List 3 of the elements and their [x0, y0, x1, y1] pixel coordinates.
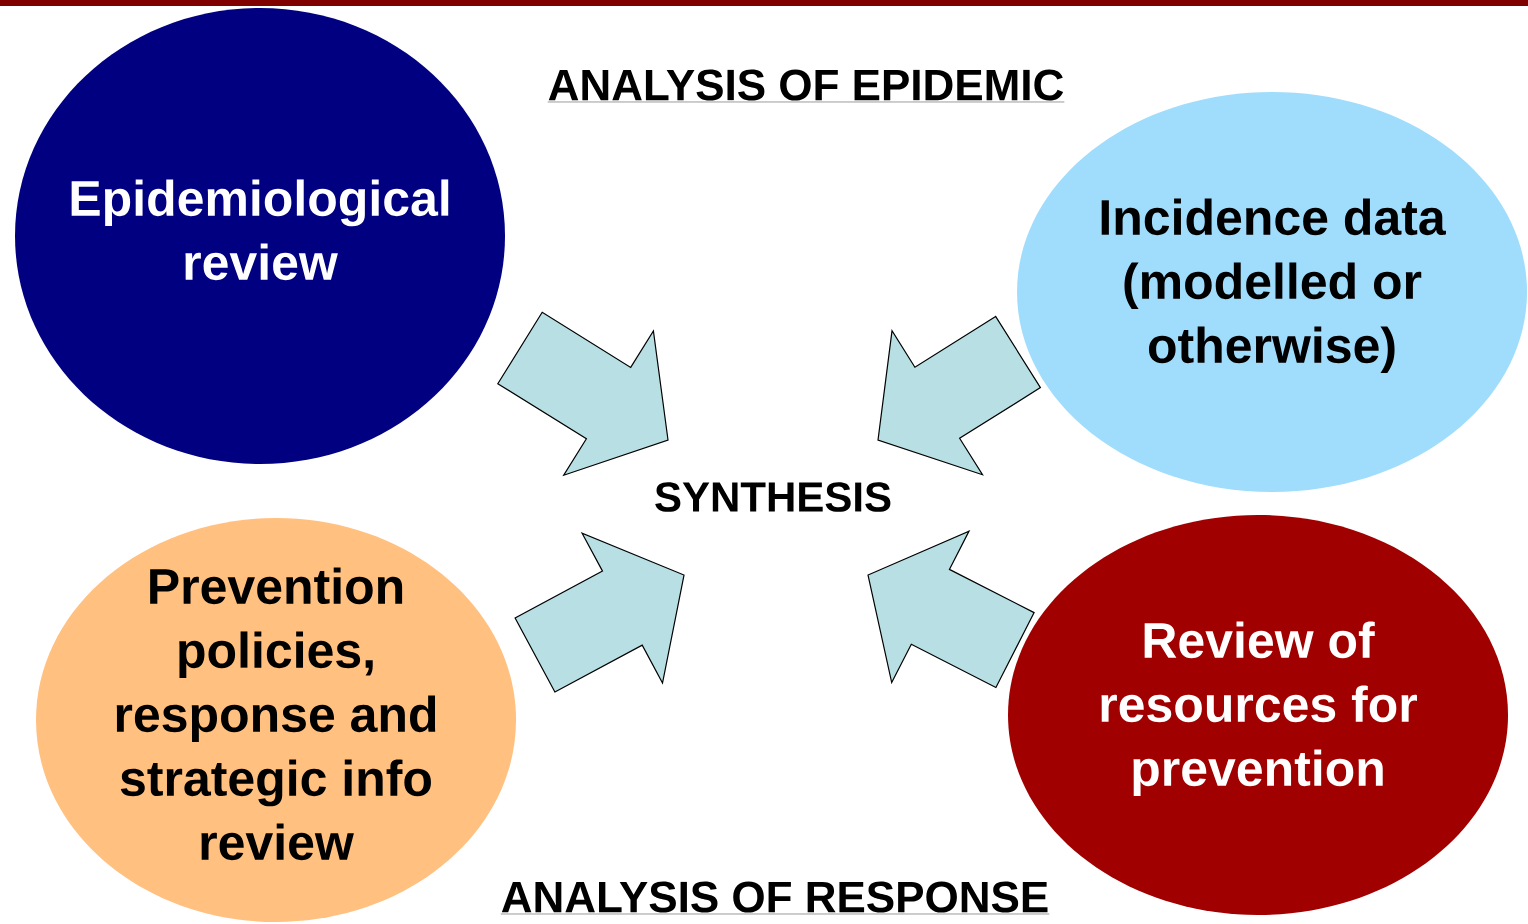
block-arrow: [514, 532, 685, 693]
block-arrow: [497, 311, 669, 477]
synthesis-label: SYNTHESIS: [655, 482, 891, 512]
